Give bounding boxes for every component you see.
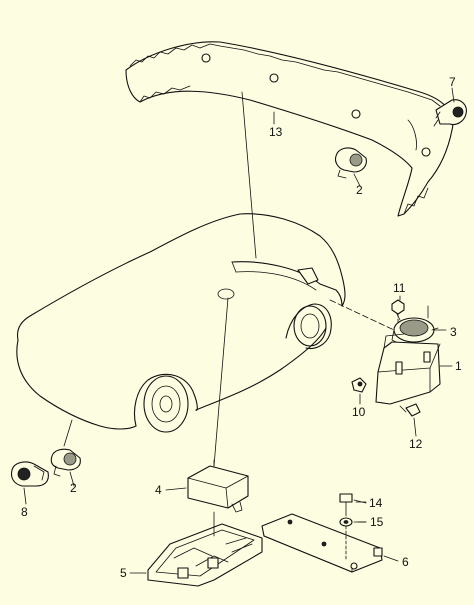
callout-10: 10 (352, 405, 366, 419)
parking-sensor-upper (334, 147, 367, 179)
control-unit-4 (187, 459, 249, 513)
callout-5: 5 (120, 566, 127, 580)
rear-bumper-cover (125, 41, 454, 217)
washer-15 (339, 517, 353, 561)
clip-part-7 (433, 99, 467, 127)
callout-14: 14 (369, 496, 383, 510)
callout-8: 8 (21, 505, 28, 519)
callout-15: 15 (370, 515, 384, 529)
bracket-tray-5 (147, 511, 263, 587)
screw-12 (399, 403, 421, 417)
callout-2-lower: 2 (70, 481, 77, 495)
nut-11 (391, 299, 405, 325)
callout-3: 3 (450, 325, 457, 339)
bracket-1 (375, 333, 441, 405)
callout-leaders (23, 87, 455, 574)
bolt-14 (339, 493, 353, 517)
callout-2-upper: 2 (356, 183, 363, 197)
callout-13: 13 (269, 125, 283, 139)
callout-labels: 13 2 7 11 3 1 10 12 2 8 4 5 6 14 15 (21, 75, 462, 580)
callout-6: 6 (402, 555, 409, 569)
callout-dashes (355, 501, 367, 523)
vehicle-outline (16, 213, 346, 433)
sensor-holder-8 (10, 461, 49, 487)
buzzer-3 (391, 305, 439, 345)
mounting-plate-6 (261, 513, 383, 573)
callout-1: 1 (455, 359, 462, 373)
leader-lines (63, 91, 395, 467)
callout-11: 11 (393, 281, 406, 295)
parking-sensor-lower (50, 448, 81, 477)
clip-10 (351, 377, 367, 393)
callout-7: 7 (449, 75, 456, 89)
callout-12: 12 (409, 437, 423, 451)
callout-4: 4 (155, 483, 162, 497)
